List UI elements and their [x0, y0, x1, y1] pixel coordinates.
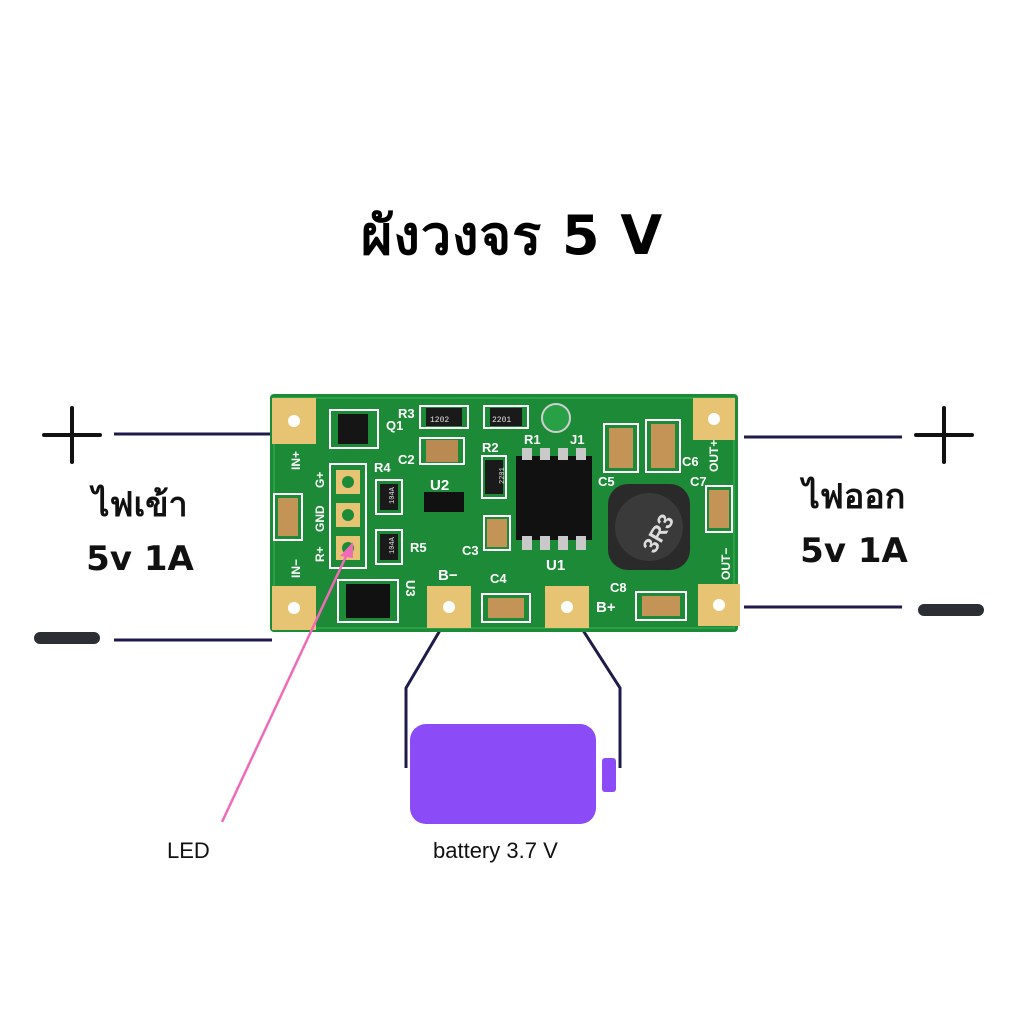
label-u2: U2 — [430, 477, 449, 494]
label-r-plus: R+ — [313, 546, 327, 562]
wires — [114, 432, 902, 768]
chip-r5: 104A — [389, 536, 397, 554]
label-u3: U3 — [403, 580, 418, 597]
pcb-board — [270, 394, 740, 632]
input-label-line2: 5v 1A — [86, 539, 194, 579]
wire-battery-minus — [404, 609, 454, 768]
input-plus-symbol — [42, 406, 102, 464]
led-arrow — [220, 542, 353, 823]
label-out-minus: OUT− — [719, 548, 733, 580]
output-minus-symbol — [918, 604, 984, 616]
chip-r3: 1202 — [430, 416, 449, 425]
label-u1: U1 — [546, 557, 565, 574]
label-c2: C2 — [398, 452, 415, 467]
label-q1: Q1 — [386, 418, 403, 433]
output-plus-symbol — [914, 406, 974, 464]
page-title: ผังวงจร 5 V — [360, 204, 664, 267]
label-c5: C5 — [598, 474, 615, 489]
label-c4: C4 — [490, 571, 507, 586]
label-r2: R2 — [482, 440, 499, 455]
wire-battery-plus — [568, 609, 622, 768]
label-c8: C8 — [610, 580, 627, 595]
label-g-plus: G+ — [313, 472, 327, 488]
label-r3: R3 — [398, 406, 415, 421]
label-j1: J1 — [570, 432, 584, 447]
label-b-plus: B+ — [596, 599, 616, 616]
led-caption: LED — [167, 838, 210, 863]
label-r4: R4 — [374, 460, 391, 475]
label-b-minus: B− — [438, 567, 458, 584]
input-minus-symbol — [34, 632, 100, 644]
label-in-plus: IN+ — [289, 451, 303, 470]
label-out-plus: OUT+ — [707, 440, 721, 472]
chip-r2: 2201 — [492, 416, 511, 425]
input-label-line1: ไฟเข้า — [92, 485, 188, 525]
pcb-labels: R3 Q1 C2 R2 R1 J1 R4 U2 R5 C3 C4 U1 C5 C… — [289, 406, 733, 616]
label-c3: C3 — [462, 543, 479, 558]
battery-icon — [410, 724, 616, 824]
chip-r4: 104A — [389, 486, 397, 504]
label-c7: C7 — [690, 474, 707, 489]
label-r1: R1 — [524, 432, 541, 447]
label-r5: R5 — [410, 540, 427, 555]
output-label-line2: 5v 1A — [800, 531, 908, 571]
label-in-minus: IN− — [289, 559, 303, 578]
input-label: ไฟเข้า 5v 1A — [60, 478, 220, 586]
battery-caption: battery 3.7 V — [433, 838, 558, 863]
output-label: ไฟออก 5v 1A — [774, 470, 934, 578]
chip-r2b: 2201 — [499, 467, 507, 484]
label-c6: C6 — [682, 454, 699, 469]
label-gnd: GND — [313, 505, 327, 532]
output-label-line1: ไฟออก — [802, 477, 906, 517]
